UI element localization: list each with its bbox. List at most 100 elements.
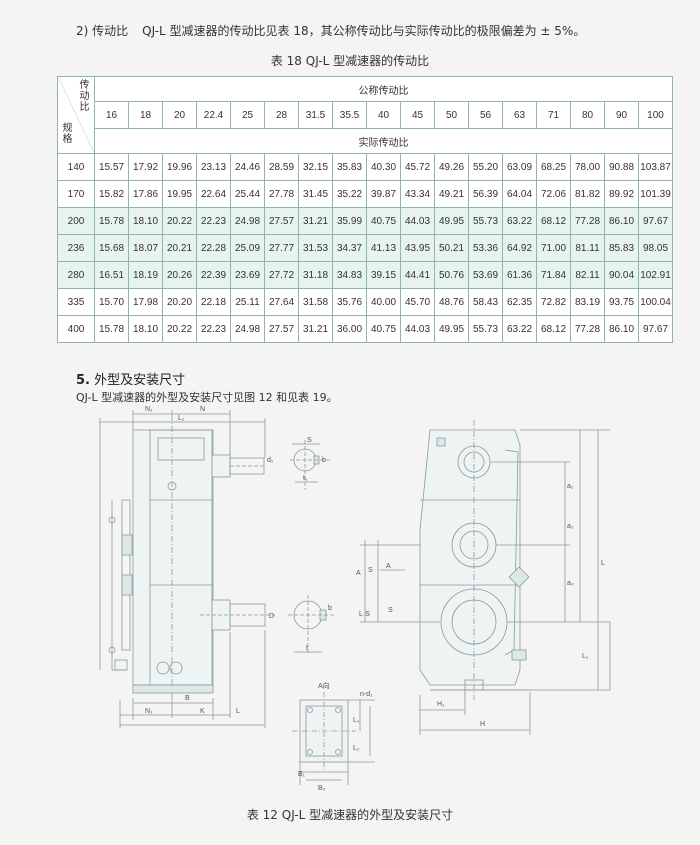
nominal-ratio-cell: 31.5 <box>298 101 333 129</box>
nominal-ratio-header: 公称传动比 <box>94 76 673 102</box>
nominal-ratio-cell: 90 <box>604 101 639 129</box>
actual-ratio-cell: 97.67 <box>638 315 673 343</box>
actual-ratio-cell: 90.88 <box>604 153 639 181</box>
actual-ratio-cell: 63.09 <box>502 153 537 181</box>
actual-ratio-cell: 86.10 <box>604 315 639 343</box>
dim-a3: a₃ <box>567 580 574 587</box>
actual-ratio-cell: 77.28 <box>570 207 605 235</box>
corner-label-spec: 规格 <box>62 123 73 145</box>
spec-cell: 335 <box>57 288 95 316</box>
nominal-ratio-cell: 20 <box>162 101 197 129</box>
nominal-ratio-cell: 40 <box>366 101 401 129</box>
actual-ratio-cell: 28.59 <box>264 153 299 181</box>
actual-ratio-cell: 72.82 <box>536 288 571 316</box>
dim-a1: a₁ <box>567 483 574 490</box>
actual-ratio-cell: 102.91 <box>638 261 673 289</box>
actual-ratio-cell: 63.22 <box>502 315 537 343</box>
front-view: N₁ N L₁ B N₁ K L <box>99 406 275 728</box>
dim-b1-view: B₁ <box>298 771 306 778</box>
actual-ratio-cell: 22.64 <box>196 180 231 208</box>
spec-cell: 200 <box>57 207 95 235</box>
actual-ratio-cell: 25.09 <box>230 234 265 262</box>
actual-ratio-cell: 53.69 <box>468 261 503 289</box>
actual-ratio-cell: 20.21 <box>162 234 197 262</box>
actual-ratio-cell: 68.12 <box>536 207 571 235</box>
dim-ls: L·S <box>359 611 370 618</box>
actual-ratio-cell: 40.30 <box>366 153 401 181</box>
actual-ratio-cell: 97.67 <box>638 207 673 235</box>
actual-ratio-cell: 35.76 <box>332 288 367 316</box>
actual-ratio-cell: 45.72 <box>400 153 435 181</box>
actual-ratio-cell: 89.92 <box>604 180 639 208</box>
nominal-ratio-cell: 35.5 <box>332 101 367 129</box>
actual-ratio-cell: 72.06 <box>536 180 571 208</box>
actual-ratio-cell: 15.78 <box>94 207 129 235</box>
actual-ratio-cell: 34.37 <box>332 234 367 262</box>
actual-ratio-cell: 25.11 <box>230 288 265 316</box>
dim-h: H <box>480 721 485 728</box>
actual-ratio-cell: 23.69 <box>230 261 265 289</box>
actual-ratio-cell: 23.13 <box>196 153 231 181</box>
section-description: QJ-L 型减速器的外型及安装尺寸见图 12 和见表 19。 <box>76 391 338 404</box>
actual-ratio-cell: 40.75 <box>366 315 401 343</box>
actual-ratio-cell: 44.41 <box>400 261 435 289</box>
actual-ratio-cell: 18.07 <box>128 234 163 262</box>
actual-ratio-cell: 16.51 <box>94 261 129 289</box>
dim-n1-bottom: N₁ <box>145 708 153 715</box>
actual-ratio-cell: 22.18 <box>196 288 231 316</box>
actual-ratio-cell: 20.22 <box>162 315 197 343</box>
intro-label: 2) 传动比 <box>76 24 129 38</box>
nominal-ratio-cell: 28 <box>264 101 299 129</box>
label-a-arrow: A <box>386 563 391 570</box>
actual-ratio-cell: 27.57 <box>264 315 299 343</box>
output-shaft-detail: D b t <box>269 595 335 655</box>
actual-ratio-cell: 15.57 <box>94 153 129 181</box>
dim-l1-right: L₁ <box>582 653 589 660</box>
actual-ratio-cell: 81.82 <box>570 180 605 208</box>
dim-l-bottom: L <box>236 708 240 715</box>
spec-cell: 280 <box>57 261 95 289</box>
actual-ratio-cell: 71.00 <box>536 234 571 262</box>
actual-ratio-cell: 85.83 <box>604 234 639 262</box>
dim-l1-top: L₁ <box>178 415 185 422</box>
actual-ratio-cell: 18.19 <box>128 261 163 289</box>
nominal-ratio-cell: 100 <box>638 101 673 129</box>
actual-ratio-cell: 49.26 <box>434 153 469 181</box>
dim-b-mid: b <box>328 605 332 612</box>
actual-ratio-cell: 22.28 <box>196 234 231 262</box>
actual-ratio-cell: 31.58 <box>298 288 333 316</box>
actual-ratio-cell: 98.05 <box>638 234 673 262</box>
actual-ratio-cell: 103.87 <box>638 153 673 181</box>
actual-ratio-cell: 49.21 <box>434 180 469 208</box>
actual-ratio-cell: 86.10 <box>604 207 639 235</box>
actual-ratio-cell: 31.21 <box>298 207 333 235</box>
actual-ratio-cell: 17.98 <box>128 288 163 316</box>
actual-ratio-cell: 56.39 <box>468 180 503 208</box>
actual-ratio-cell: 90.04 <box>604 261 639 289</box>
actual-ratio-cell: 93.75 <box>604 288 639 316</box>
actual-ratio-cell: 50.76 <box>434 261 469 289</box>
dim-t1: t₁ <box>303 475 308 482</box>
nominal-ratio-cell: 71 <box>536 101 571 129</box>
actual-ratio-cell: 49.95 <box>434 315 469 343</box>
actual-ratio-cell: 25.44 <box>230 180 265 208</box>
nominal-ratio-cell: 16 <box>94 101 129 129</box>
spec-cell: 140 <box>57 153 95 181</box>
actual-ratio-cell: 62.35 <box>502 288 537 316</box>
nominal-ratio-cell: 80 <box>570 101 605 129</box>
actual-ratio-cell: 43.95 <box>400 234 435 262</box>
dim-l1-view: L₁ <box>353 717 360 724</box>
dim-t: t <box>306 645 308 652</box>
actual-ratio-cell: 20.20 <box>162 288 197 316</box>
dim-b2-view: B₂ <box>318 785 326 792</box>
dim-d1: d₁ <box>267 457 274 464</box>
actual-ratio-cell: 19.95 <box>162 180 197 208</box>
spec-cell: 170 <box>57 180 95 208</box>
nominal-ratio-cell: 45 <box>400 101 435 129</box>
actual-ratio-cell: 22.23 <box>196 207 231 235</box>
